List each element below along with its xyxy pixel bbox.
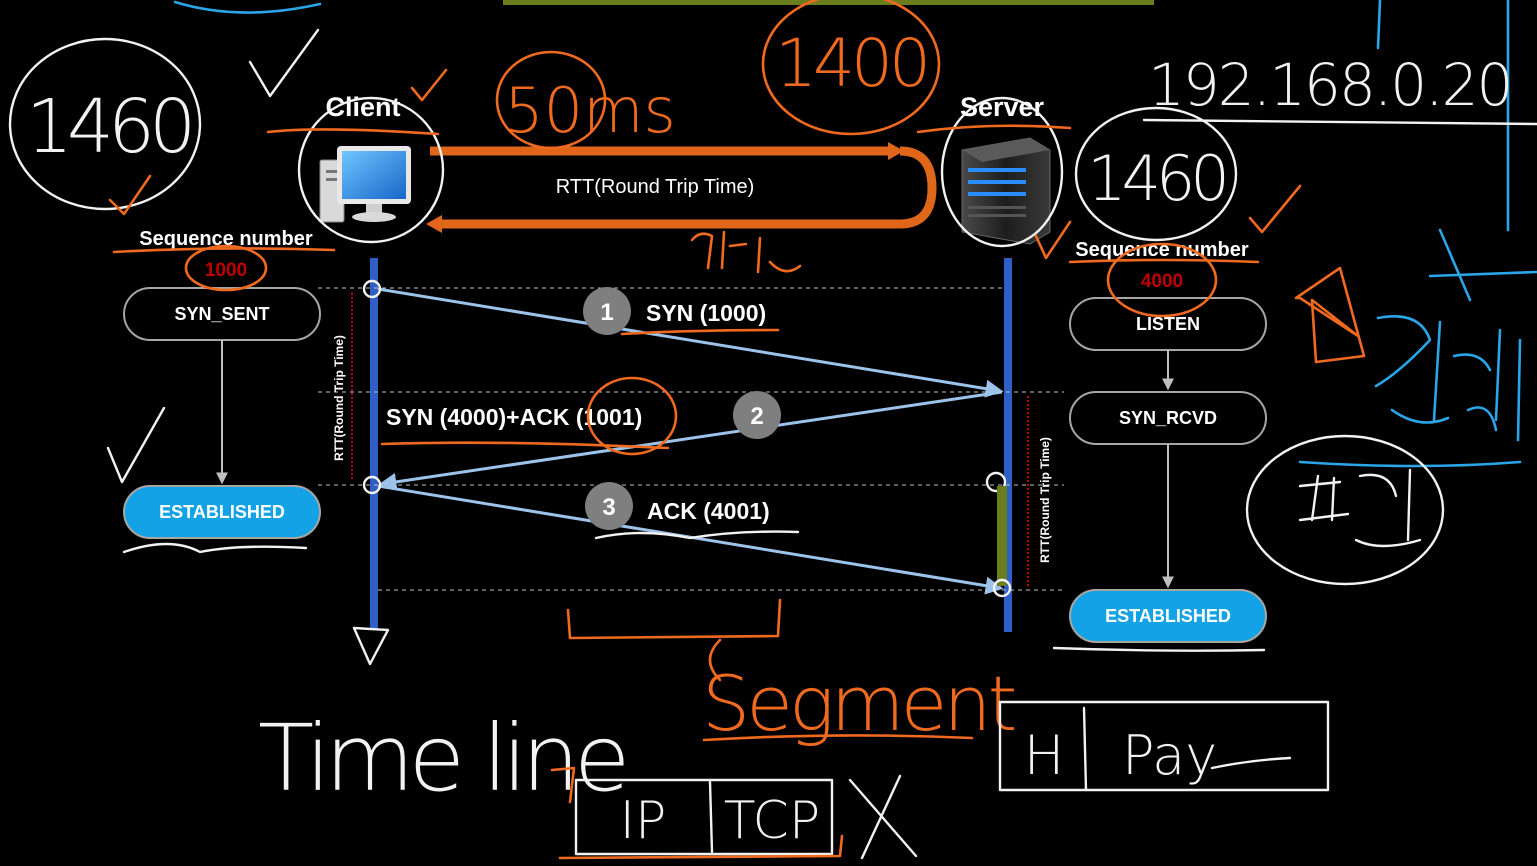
ip-address-text: 192.168.0.20 [1148,51,1511,119]
judgement-circle [1245,434,1445,586]
step-2-label: SYN (4000)+ACK (1001) [386,404,642,430]
server-dot-2 [992,578,1012,598]
mss-left-text: 1460 [26,84,190,170]
mss-left-circle [8,37,202,211]
dashed-guides [318,287,1064,591]
top-strip [503,0,1154,5]
mss-top-circle [761,0,941,136]
server-state-established [1069,589,1267,643]
server-rtt-vertical-label: RTT(Round Trip Time) [1038,437,1052,563]
mss-right-circle [1074,106,1238,242]
top-blue-scribble [173,0,322,14]
client-dot-1 [362,279,382,299]
check-left-orange [108,174,152,216]
mss-top-text: 1400 [775,25,927,102]
synack-arrow [378,390,1003,491]
client-title-underline [266,128,440,136]
header-payload-divider [1082,706,1088,792]
check-client-orange [410,68,448,102]
judgement-scribble [1298,468,1422,548]
step-2-num: 2 [750,403,763,430]
payload-box-text: Pay [1122,724,1217,787]
ip-tcp-divider [708,780,714,854]
client-timeline-arrowhead [352,626,390,666]
segment-text: Segment [702,659,1015,748]
step-1: 1 [583,287,631,335]
step-3: 3 [585,482,633,530]
server-circle [940,96,1064,248]
client-dot-2 [362,475,382,495]
server-dot-1 [985,471,1007,493]
step-2: 2 [733,391,781,439]
check-right-orange [1248,184,1302,234]
mss-right-text: 1460 [1087,142,1225,215]
tcp-box-text: TCP [724,791,820,851]
server-rack-icon [961,137,1051,245]
ip-tcp-box [574,778,834,856]
client-state-established [123,485,321,539]
syn-arrow [377,287,1004,398]
top-right-blue-line [1376,0,1382,50]
syn-underline [620,328,780,336]
check-server-orange [1034,220,1072,260]
blue-korean-scribble [1374,315,1522,442]
step-3-label: ACK (4001) [647,498,770,524]
latency-text: 50ms [504,74,676,147]
synack-underline [380,441,670,450]
server-seq-label: Sequence number [1075,239,1249,261]
step-3-num: 3 [602,494,615,521]
header-box-text: H [1024,724,1065,787]
client-state-syn-sent-label: SYN_SENT [174,304,269,324]
client-circle [297,96,445,244]
ip-tcp-bracket-left [550,766,576,804]
segment-connector [708,638,722,682]
server-timeline [1004,258,1012,632]
header-payload-box [998,700,1330,792]
server-seq-underline [1068,258,1260,264]
payload-trail [1210,756,1292,770]
server-state-established-label: ESTABLISHED [1105,606,1231,626]
step-1-num: 1 [600,299,613,326]
ack-1001-circle [586,376,678,456]
ip-tcp-bracket-bottom [558,834,844,860]
ip-box-text: IP [620,791,667,851]
server-title-underline [916,124,1072,134]
check-left-mid [106,406,166,484]
client-seq-circle [184,244,268,292]
timeline-text: Time line [258,705,624,812]
ip-underline [1142,118,1537,126]
client-seq-value: 1000 [205,260,247,281]
client-established-underline [122,542,308,554]
client-seq-underline [112,247,336,254]
rtt-arrows [426,142,937,233]
client-state-established-label: ESTABLISHED [159,502,285,522]
server-highlight-bar [997,486,1007,586]
segment-bracket [566,598,782,640]
ack-4001-underline [594,530,800,540]
step-1-label: SYN (1000) [646,300,766,326]
check-left-top [248,28,320,98]
cross-mark [848,774,918,860]
blue-cross [1428,228,1537,302]
server-state-syn-rcvd-label: SYN_RCVD [1119,408,1217,428]
client-rtt-vertical-label: RTT(Round Trip Time) [332,335,346,461]
client-computer-icon [319,146,411,223]
server-seq-value: 4000 [1141,271,1183,292]
star-annotation [1294,266,1366,364]
korean-scribble-orange [690,230,802,274]
rtt-label: RTT(Round Trip Time) [556,176,755,198]
server-seq-circle [1106,242,1218,318]
latency-circle [495,50,607,150]
server-state-listen-label: LISTEN [1136,314,1200,334]
blue-underline [1298,460,1522,468]
segment-underline [702,734,974,742]
server-established-underline [1052,646,1266,652]
client-seq-label: Sequence number [139,228,313,250]
client-timeline [370,258,378,630]
